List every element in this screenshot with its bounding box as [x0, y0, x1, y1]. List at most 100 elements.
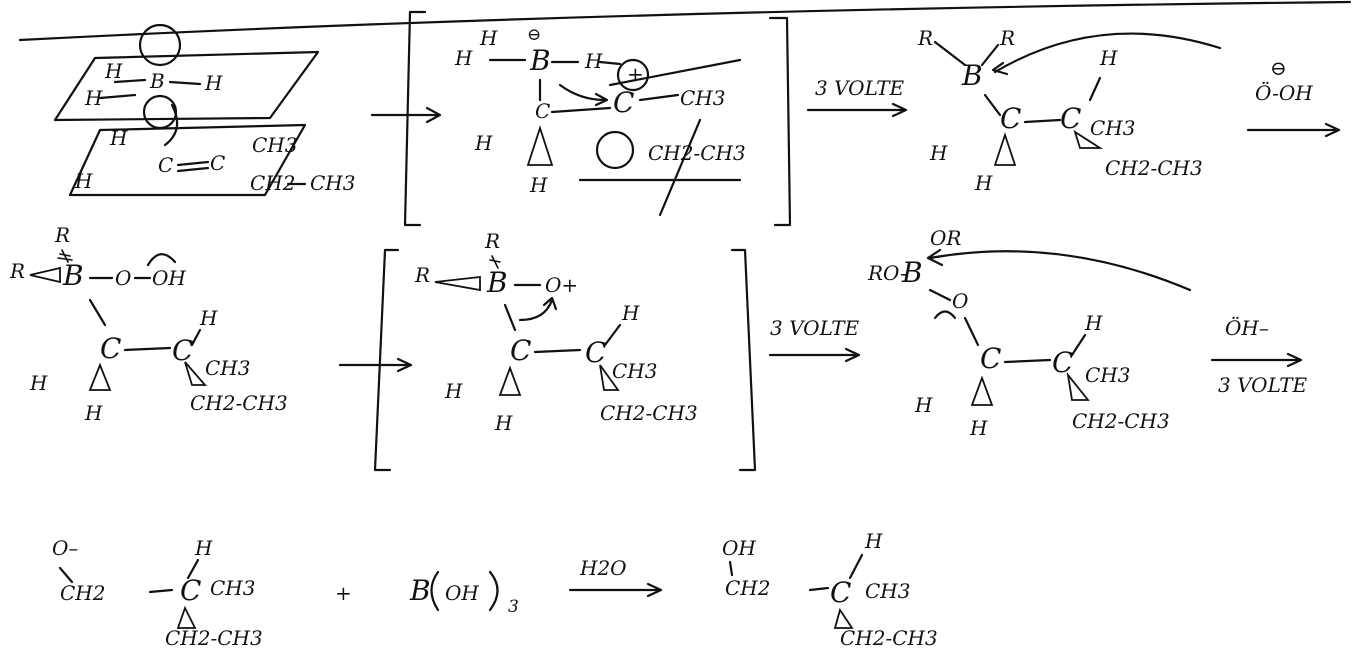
svg-text:OR: OR [930, 226, 961, 250]
svg-text:C: C [1052, 346, 1073, 379]
svg-text:CH3: CH3 [210, 576, 255, 600]
svg-text:H: H [454, 46, 473, 70]
svg-text:R: R [999, 26, 1015, 50]
svg-text:CH3: CH3 [1090, 116, 1135, 140]
svg-text:H: H [444, 379, 463, 403]
svg-text:R: R [484, 229, 500, 253]
borane-h-right: H [204, 71, 223, 95]
hydroxide-reagent: ÖH– [1225, 315, 1269, 340]
boronate-peroxide: R R B O OH C C H CH3 CH2-CH3 H H [9, 223, 288, 425]
svg-text:R: R [414, 263, 430, 287]
top-border-line [18, 0, 1352, 42]
svg-text:CH2-CH3: CH2-CH3 [1105, 156, 1203, 180]
svg-text:C: C [180, 574, 201, 607]
svg-text:CH3: CH3 [865, 579, 910, 603]
svg-text:H: H [199, 306, 218, 330]
alcohol-product: OH CH2 C H CH3 CH2-CH3 [722, 529, 938, 649]
svg-text:C: C [1000, 102, 1021, 135]
svg-text:R: R [9, 259, 25, 283]
svg-text:CH2-CH3: CH2-CH3 [190, 391, 288, 415]
label-3-volte-3: 3 VOLTE [1218, 373, 1308, 397]
svg-text:CH2: CH2 [60, 581, 105, 605]
svg-text:CH2: CH2 [725, 576, 770, 600]
svg-text:H: H [474, 131, 493, 155]
label-3-volte-1: 3 VOLTE [815, 76, 905, 100]
boric-acid: B OH 3 [409, 570, 519, 617]
svg-text:H: H [914, 393, 933, 417]
plus-sign: + [335, 581, 352, 605]
svg-text:CH3: CH3 [205, 356, 250, 380]
svg-text:R: R [54, 223, 70, 247]
svg-text:H: H [621, 301, 640, 325]
svg-text:B: B [62, 259, 84, 292]
svg-text:H: H [584, 49, 603, 73]
reaction-arrow-6 [1210, 352, 1303, 368]
svg-text:B: B [409, 574, 431, 607]
svg-text:CH3: CH3 [680, 86, 725, 110]
svg-text:+: + [627, 62, 644, 86]
alkene-ch3: CH3 [252, 133, 297, 157]
alkene-h1: H [109, 126, 128, 150]
svg-text:C: C [510, 334, 531, 367]
svg-text:CH2-CH3: CH2-CH3 [840, 626, 938, 649]
svg-text:OH: OH [445, 581, 479, 605]
svg-text:⊖: ⊖ [527, 25, 541, 45]
svg-text:C: C [172, 334, 193, 367]
svg-text:H: H [494, 411, 513, 435]
svg-text:B: B [901, 256, 923, 289]
borane-alkene-complex: H B H H H C C CH3 H CH2 CH3 [53, 23, 355, 197]
svg-text:CH3: CH3 [612, 359, 657, 383]
trialkyl-borate: OR RO- B O C C H CH3 CH2-CH3 H H [867, 226, 1192, 440]
svg-text:RO-: RO- [867, 261, 907, 285]
svg-text:B: B [529, 44, 551, 77]
svg-text:C: C [535, 99, 550, 123]
hydroperoxide-reagent: ⊖ Ö-OH [1255, 56, 1313, 105]
svg-text:OH: OH [152, 266, 186, 290]
svg-text:H: H [974, 171, 993, 195]
borane-h-bottom: H [84, 86, 103, 110]
svg-text:C: C [585, 336, 606, 369]
svg-text:C: C [980, 342, 1001, 375]
svg-text:CH2-CH3: CH2-CH3 [165, 626, 263, 649]
svg-text:CH2-CH3: CH2-CH3 [600, 401, 698, 425]
svg-text:H: H [1084, 311, 1103, 335]
alkene-h2: H [74, 169, 93, 193]
borane-h-left: H [104, 59, 123, 83]
svg-text:C: C [613, 86, 634, 119]
svg-text:C: C [1060, 102, 1081, 135]
svg-text:CH2-CH3: CH2-CH3 [648, 141, 746, 165]
svg-text:Ö-OH: Ö-OH [1255, 80, 1313, 105]
svg-text:H: H [1099, 46, 1118, 70]
svg-text:O: O [952, 289, 968, 313]
label-3-volte-2: 3 VOLTE [770, 316, 860, 340]
alkene-c2: C [210, 151, 225, 175]
svg-text:H: H [929, 141, 948, 165]
svg-text:O–: O– [52, 536, 78, 560]
transition-state-1: H ⊖ H B H + C C CH3 CH2-CH3 H H [454, 25, 746, 217]
alkene-c1: C [158, 153, 173, 177]
svg-text:C: C [830, 576, 851, 609]
svg-text:O+: O+ [545, 273, 578, 297]
svg-text:H: H [84, 401, 103, 425]
borane-b: B [149, 69, 165, 93]
reaction-arrow-4 [338, 357, 413, 373]
svg-text:⊖: ⊖ [1270, 56, 1287, 80]
alkoxide-product: O– CH2 C H CH3 CH2-CH3 [52, 536, 263, 649]
svg-text:H: H [969, 416, 988, 440]
svg-text:H: H [29, 371, 48, 395]
svg-text:CH2-CH3: CH2-CH3 [1072, 409, 1170, 433]
svg-text:CH3: CH3 [1085, 363, 1130, 387]
reaction-arrow-2 [806, 102, 908, 118]
svg-text:B: B [486, 266, 508, 299]
svg-text:C: C [100, 332, 121, 365]
trialkylborane: R R B C C H CH3 CH2-CH3 H H [917, 26, 1222, 195]
svg-text:OH: OH [722, 536, 756, 560]
reaction-arrow-1 [370, 106, 442, 124]
svg-text:O: O [115, 266, 131, 290]
transition-state-2: R R B O+ C C H CH3 CH2-CH3 H H [414, 229, 698, 435]
svg-text:H: H [529, 173, 548, 197]
svg-text:3: 3 [508, 597, 519, 617]
svg-text:H: H [194, 536, 213, 560]
alkene-ch3-b: CH3 [310, 171, 355, 195]
